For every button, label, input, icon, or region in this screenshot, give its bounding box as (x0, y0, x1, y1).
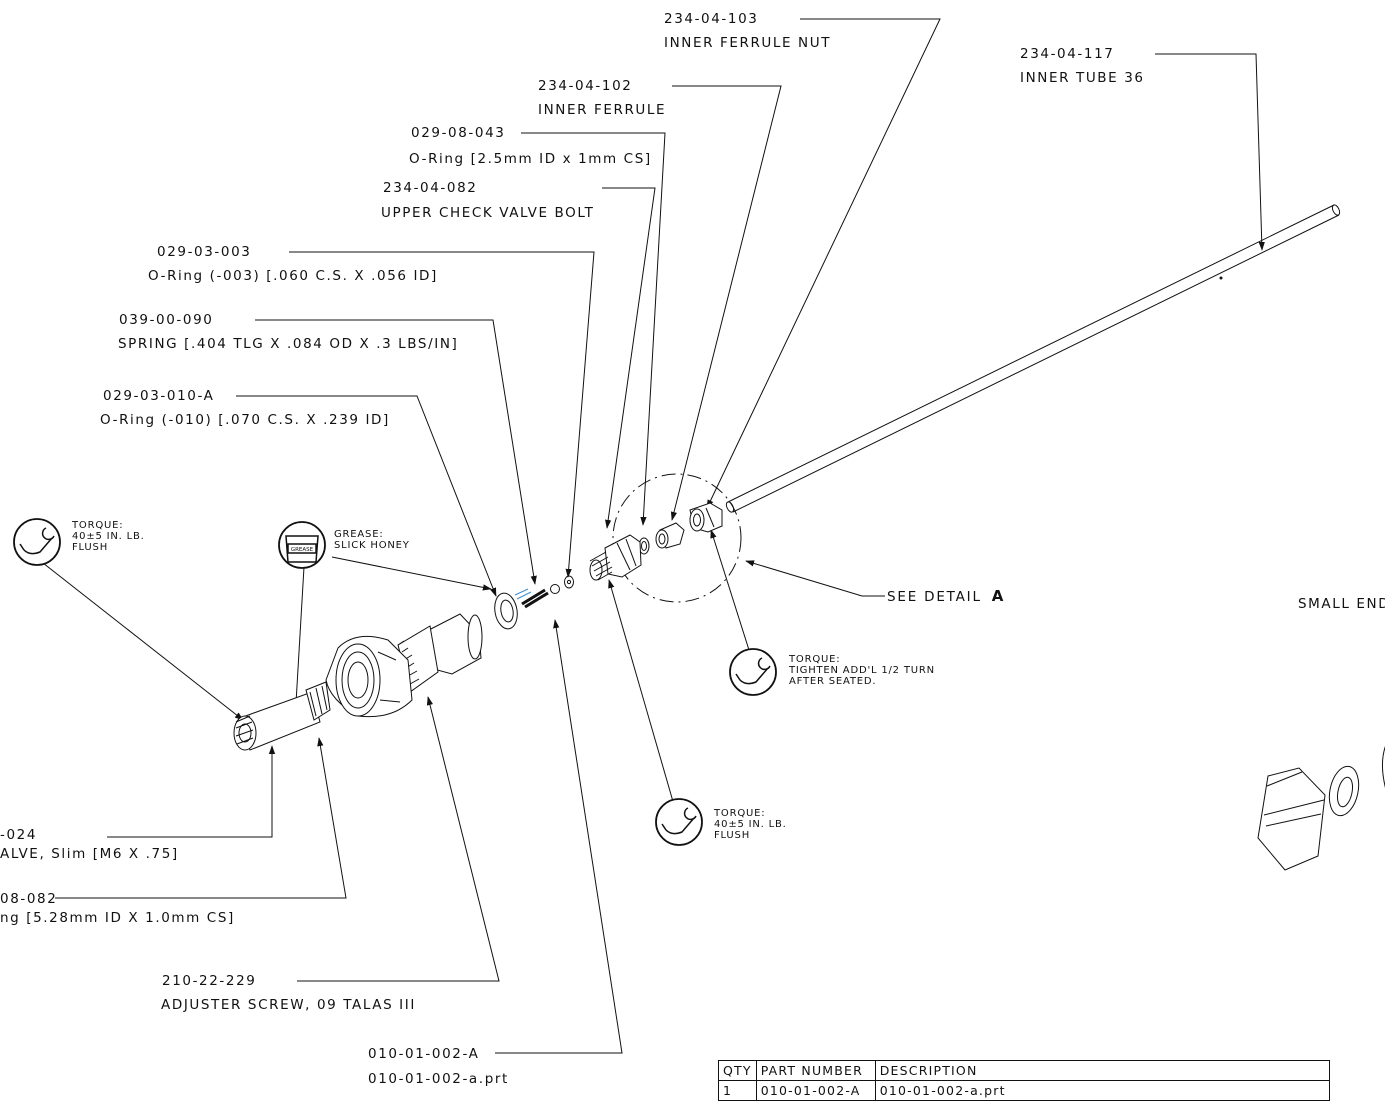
callout-desc-inner-tube: INNER TUBE 36 (1020, 70, 1145, 86)
torque-note-left-line-2: 40±5 IN. LB. (72, 531, 145, 542)
callout-part-inner-ferrule-nut: 234-04-103 (664, 11, 759, 27)
leader-oring-2-5mm (521, 132, 666, 526)
leader-grease-down (292, 566, 305, 721)
grease-note: GREASE: SLICK HONEY (334, 529, 410, 551)
oring-010-part (494, 592, 518, 630)
leader-adjuster-screw (297, 696, 500, 982)
callout-desc-inner-ferrule-nut: INNER FERRULE NUT (664, 35, 832, 51)
callout-desc-spring: SPRING [.404 TLG X .084 OD X .3 LBS/IN] (118, 336, 459, 352)
callout-desc-main: 010-01-002-a.prt (368, 1071, 509, 1087)
torque-note-bottom-line-2: 40±5 IN. LB. (714, 819, 787, 830)
leader-inner-ferrule-nut (706, 18, 941, 509)
torque-note-bottom-line-1: TORQUE: (714, 808, 766, 819)
ball-part (550, 584, 560, 594)
grease-icon-text: GREASE (291, 547, 314, 553)
leader-torque-bottom (608, 579, 675, 806)
torque-note-left: TORQUE: 40±5 IN. LB. FLUSH (72, 520, 145, 553)
torque-wrench-icon (729, 648, 777, 696)
grease-note-line-1: GREASE: (334, 529, 384, 540)
detail-circle-a (612, 473, 742, 603)
spring-part (521, 588, 549, 609)
bom-header-qty: QTY (718, 1060, 757, 1081)
leader-inner-tube (1155, 53, 1265, 251)
callout-part-oring-003: 029-03-003 (157, 244, 252, 260)
table-row: 1 010-01-002-A 010-01-002-a.prt (718, 1080, 1330, 1101)
callout-part-oring-5-28mm: 08-082 (0, 891, 58, 907)
callout-desc-upper-check-valve-bolt: UPPER CHECK VALVE BOLT (381, 205, 595, 221)
leader-oring-003 (289, 251, 595, 578)
callout-part-inner-ferrule: 234-04-102 (538, 78, 633, 94)
leader-oring-010 (236, 395, 497, 597)
upper-check-valve-bolt-part (589, 534, 642, 581)
torque-note-left-line-3: FLUSH (72, 542, 109, 553)
torque-note-right-line-2: TIGHTEN ADD'L 1/2 TURN (789, 665, 935, 676)
callout-part-adjuster-screw: 210-22-229 (162, 973, 257, 989)
callout-desc-inner-ferrule: INNER FERRULE (538, 102, 667, 118)
bom-cell-part-number: 010-01-002-A (755, 1080, 876, 1101)
leader-inner-ferrule (670, 85, 782, 521)
see-detail-letter: A (991, 587, 1004, 605)
leader-see-detail (745, 560, 885, 597)
leader-upper-check-valve-bolt (602, 187, 656, 529)
oring-003-part (564, 575, 574, 589)
callout-part-upper-check-valve-bolt: 234-04-082 (383, 180, 478, 196)
leader-valve-slim (107, 745, 276, 838)
grease-icon (278, 521, 326, 569)
callout-desc-oring-5-28mm: ng [5.28mm ID X 1.0mm CS] (0, 910, 235, 926)
callout-desc-oring-2-5mm: O-Ring [2.5mm ID x 1mm CS] (409, 151, 652, 167)
inner-ferrule-part (655, 522, 685, 549)
bom-header-part-number: PART NUMBER (755, 1060, 876, 1081)
callout-part-oring-2-5mm: 029-08-043 (411, 125, 506, 141)
grease-note-line-2: SLICK HONEY (334, 540, 410, 551)
leader-spring (255, 319, 537, 585)
callout-desc-valve-slim: ALVE, Slim [M6 X .75] (0, 846, 179, 862)
small-end-label: SMALL END- (1298, 596, 1385, 612)
bom-header-description: DESCRIPTION (874, 1060, 1330, 1081)
bom-cell-qty: 1 (718, 1080, 757, 1101)
torque-note-left-line-1: TORQUE: (72, 520, 124, 531)
callout-desc-oring-010: O-Ring (-010) [.070 C.S. X .239 ID] (100, 412, 390, 428)
leader-main-part (495, 619, 623, 1054)
callout-desc-oring-003: O-Ring (-003) [.060 C.S. X .056 ID] (148, 268, 438, 284)
leader-oring-5-28mm (55, 737, 347, 899)
callout-desc-adjuster-screw: ADJUSTER SCREW, 09 TALAS III (161, 997, 416, 1013)
callout-part-spring: 039-00-090 (119, 312, 214, 328)
callout-part-oring-010: 029-03-010-A (103, 388, 215, 404)
see-detail-label: SEE DETAIL A (887, 587, 1003, 605)
detail-a-parts (1257, 746, 1385, 871)
torque-wrench-icon (13, 518, 61, 566)
leader-torque-right (710, 529, 750, 651)
inner-tube-part (725, 204, 1341, 513)
leader-grease-right (331, 556, 492, 591)
check-valve-slim-part (233, 681, 331, 751)
torque-note-right-line-1: TORQUE: (789, 654, 841, 665)
inner-ferrule-nut-part (689, 502, 723, 533)
torque-wrench-icon (655, 798, 703, 846)
bom-header-row: QTY PART NUMBER DESCRIPTION (718, 1060, 1330, 1081)
callout-part-valve-slim: -024 (0, 827, 38, 843)
bom-cell-description: 010-01-002-a.prt (874, 1080, 1330, 1101)
main-body-part (325, 613, 483, 718)
callout-part-main: 010-01-002-A (368, 1046, 480, 1062)
leader-torque-left (42, 562, 244, 721)
see-detail-text: SEE DETAIL (887, 589, 982, 605)
callout-part-inner-tube: 234-04-117 (1020, 46, 1115, 62)
torque-note-bottom: TORQUE: 40±5 IN. LB. FLUSH (714, 808, 787, 841)
torque-note-bottom-line-3: FLUSH (714, 830, 751, 841)
torque-note-right: TORQUE: TIGHTEN ADD'L 1/2 TURN AFTER SEA… (789, 654, 935, 687)
torque-note-right-line-3: AFTER SEATED. (789, 676, 877, 687)
